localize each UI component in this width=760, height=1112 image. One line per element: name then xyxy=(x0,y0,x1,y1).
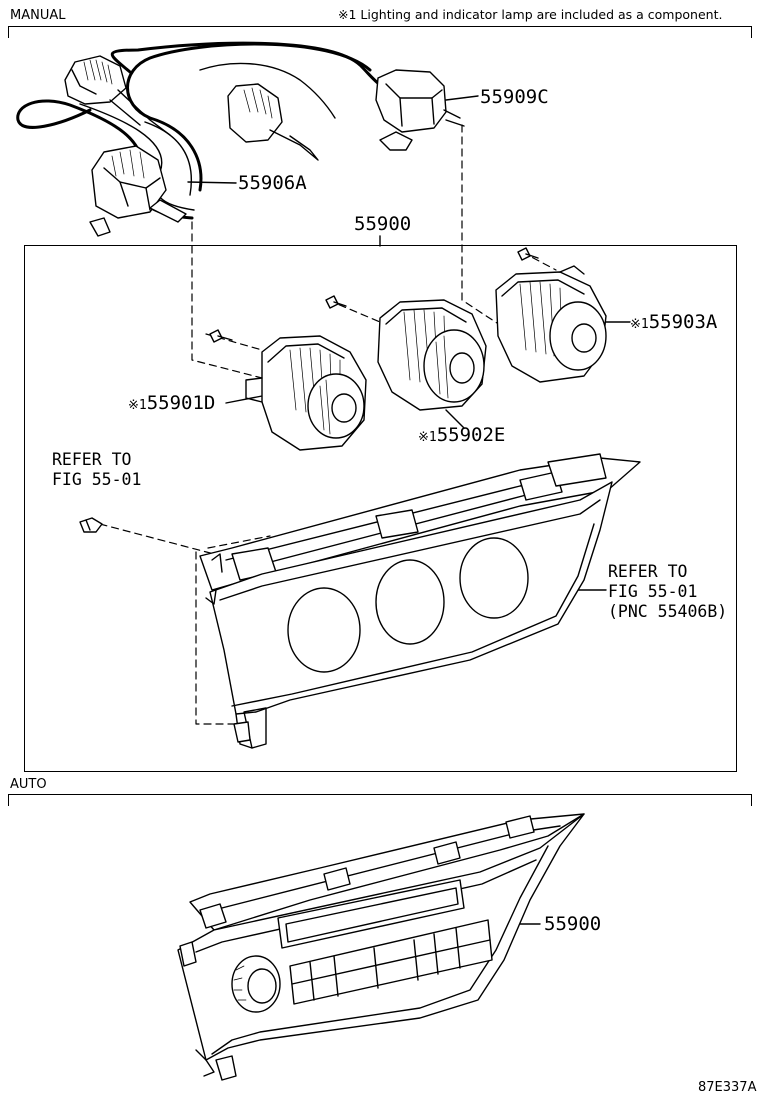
component-mark: ※1 xyxy=(128,398,147,413)
callout-55901d: ※155901D xyxy=(128,392,215,414)
leader-55909c xyxy=(445,95,479,101)
leader-55906a xyxy=(187,181,237,184)
refer-note-left-line1: REFER TO xyxy=(52,450,132,469)
refer-note-right-line2: FIG 55-01 xyxy=(608,582,698,601)
figure-code: 87E337A xyxy=(698,1080,757,1095)
manual-right-tick xyxy=(751,26,753,38)
refer-note-left-line2: FIG 55-01 xyxy=(52,470,142,489)
refer-note-right-line1: REFER TO xyxy=(608,562,688,581)
callout-55903a-number: 55903A xyxy=(648,311,718,333)
callout-55901d-number: 55901D xyxy=(146,392,216,414)
leader-55902e xyxy=(445,409,465,429)
callout-55900-top: 55900 xyxy=(354,213,412,235)
manual-left-tick xyxy=(8,26,10,38)
knob-control-icon xyxy=(377,299,487,411)
knob-control-icon xyxy=(495,265,607,383)
auto-top-rule xyxy=(8,794,752,796)
refer-note-left: REFER TO FIG 55-01 xyxy=(52,450,141,490)
auto-right-tick xyxy=(751,794,753,806)
leader-55901d xyxy=(225,395,263,404)
callout-55909c: 55909C xyxy=(480,86,549,108)
refer-note-right: REFER TO FIG 55-01 (PNC 55406B) xyxy=(608,562,727,622)
refer-note-right-line3: (PNC 55406B) xyxy=(608,602,728,621)
auto-left-tick xyxy=(8,794,10,806)
manual-top-rule xyxy=(8,26,752,28)
knob-control-icon xyxy=(245,335,367,451)
auto-control-panel-icon xyxy=(177,813,585,1081)
screw-icon xyxy=(209,247,539,343)
section-label-auto: AUTO xyxy=(10,777,47,792)
component-mark: ※1 xyxy=(418,430,437,445)
callout-55903a: ※155903A xyxy=(630,311,717,333)
callout-55900-auto: 55900 xyxy=(544,913,602,935)
control-panel-icon xyxy=(199,453,641,749)
callout-55902e-number: 55902E xyxy=(436,424,506,446)
clip-icon xyxy=(79,517,103,533)
section-label-manual: MANUAL xyxy=(10,8,66,23)
callout-55906a: 55906A xyxy=(238,172,307,194)
cable-assembly-icon xyxy=(16,41,465,237)
component-mark: ※1 xyxy=(630,317,649,332)
component-note: ※1 Lighting and indicator lamp are inclu… xyxy=(338,7,723,22)
callout-55902e: ※155902E xyxy=(418,424,505,446)
